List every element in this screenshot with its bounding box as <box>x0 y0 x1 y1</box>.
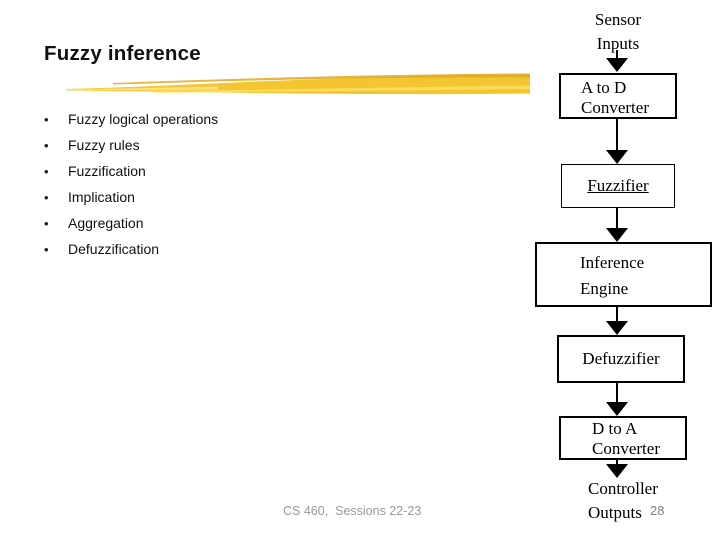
arrow-down-icon <box>606 150 628 164</box>
sink-label-line: Controller <box>588 479 658 498</box>
bullet-text: Implication <box>68 189 135 205</box>
list-item: • Fuzzification <box>44 158 374 184</box>
flowchart-node-inference-engine: Inference Engine <box>535 242 712 307</box>
list-item: • Defuzzification <box>44 236 374 262</box>
arrow-stem <box>616 50 618 58</box>
node-label-line: Converter <box>581 98 649 117</box>
flowchart-node-fuzzifier: Fuzzifier <box>561 164 675 208</box>
arrow-stem <box>616 460 618 464</box>
bullet-icon: • <box>44 242 49 257</box>
flowchart-node-defuzzifier: Defuzzifier <box>557 335 685 383</box>
bullet-icon: • <box>44 138 49 153</box>
flowchart-node-dac: D to A Converter <box>559 416 687 460</box>
bullet-icon: • <box>44 164 49 179</box>
sink-label-line: Outputs <box>588 503 642 522</box>
bullet-icon: • <box>44 190 49 205</box>
node-label-line: Engine <box>580 279 629 298</box>
flowchart-node-adc: A to D Converter <box>559 73 677 119</box>
bullet-text: Fuzzy rules <box>68 137 140 153</box>
node-label-line: Fuzzifier <box>587 176 649 195</box>
flowchart-sink-label: Controller Outputs <box>588 477 658 525</box>
source-label-line: Sensor <box>594 10 642 29</box>
list-item: • Fuzzy logical operations <box>44 106 374 132</box>
list-item: • Fuzzy rules <box>44 132 374 158</box>
node-label-line: Inference <box>580 253 645 272</box>
node-label-line: D to A <box>592 419 638 438</box>
bullet-text: Aggregation <box>68 215 144 231</box>
arrow-stem <box>616 383 618 402</box>
bullet-text: Fuzzification <box>68 163 146 179</box>
highlighter-stroke-decoration <box>66 73 530 95</box>
source-label-line: Inputs <box>596 34 640 53</box>
list-item: • Aggregation <box>44 210 374 236</box>
slide-title: Fuzzy inference <box>44 42 201 65</box>
node-label-line: Defuzzifier <box>582 349 660 368</box>
arrow-stem <box>616 208 618 228</box>
bullet-icon: • <box>44 112 49 127</box>
arrow-down-icon <box>606 464 628 478</box>
node-label-line: Converter <box>592 439 660 458</box>
bullet-text: Defuzzification <box>68 241 160 257</box>
arrow-down-icon <box>606 58 628 72</box>
node-label-line: A to D <box>581 78 627 97</box>
arrow-stem <box>616 307 618 321</box>
arrow-down-icon <box>606 402 628 416</box>
footer-course-label: CS 460, Sessions 22-23 <box>283 504 422 518</box>
arrow-down-icon <box>606 228 628 242</box>
flowchart-source-label: Sensor Inputs <box>570 8 666 56</box>
arrow-stem <box>616 119 618 150</box>
list-item: • Implication <box>44 184 374 210</box>
bullet-icon: • <box>44 216 49 231</box>
arrow-down-icon <box>606 321 628 335</box>
page-number: 28 <box>650 503 665 518</box>
bullet-text: Fuzzy logical operations <box>68 111 219 127</box>
bullet-list: • Fuzzy logical operations • Fuzzy rules… <box>44 106 374 262</box>
